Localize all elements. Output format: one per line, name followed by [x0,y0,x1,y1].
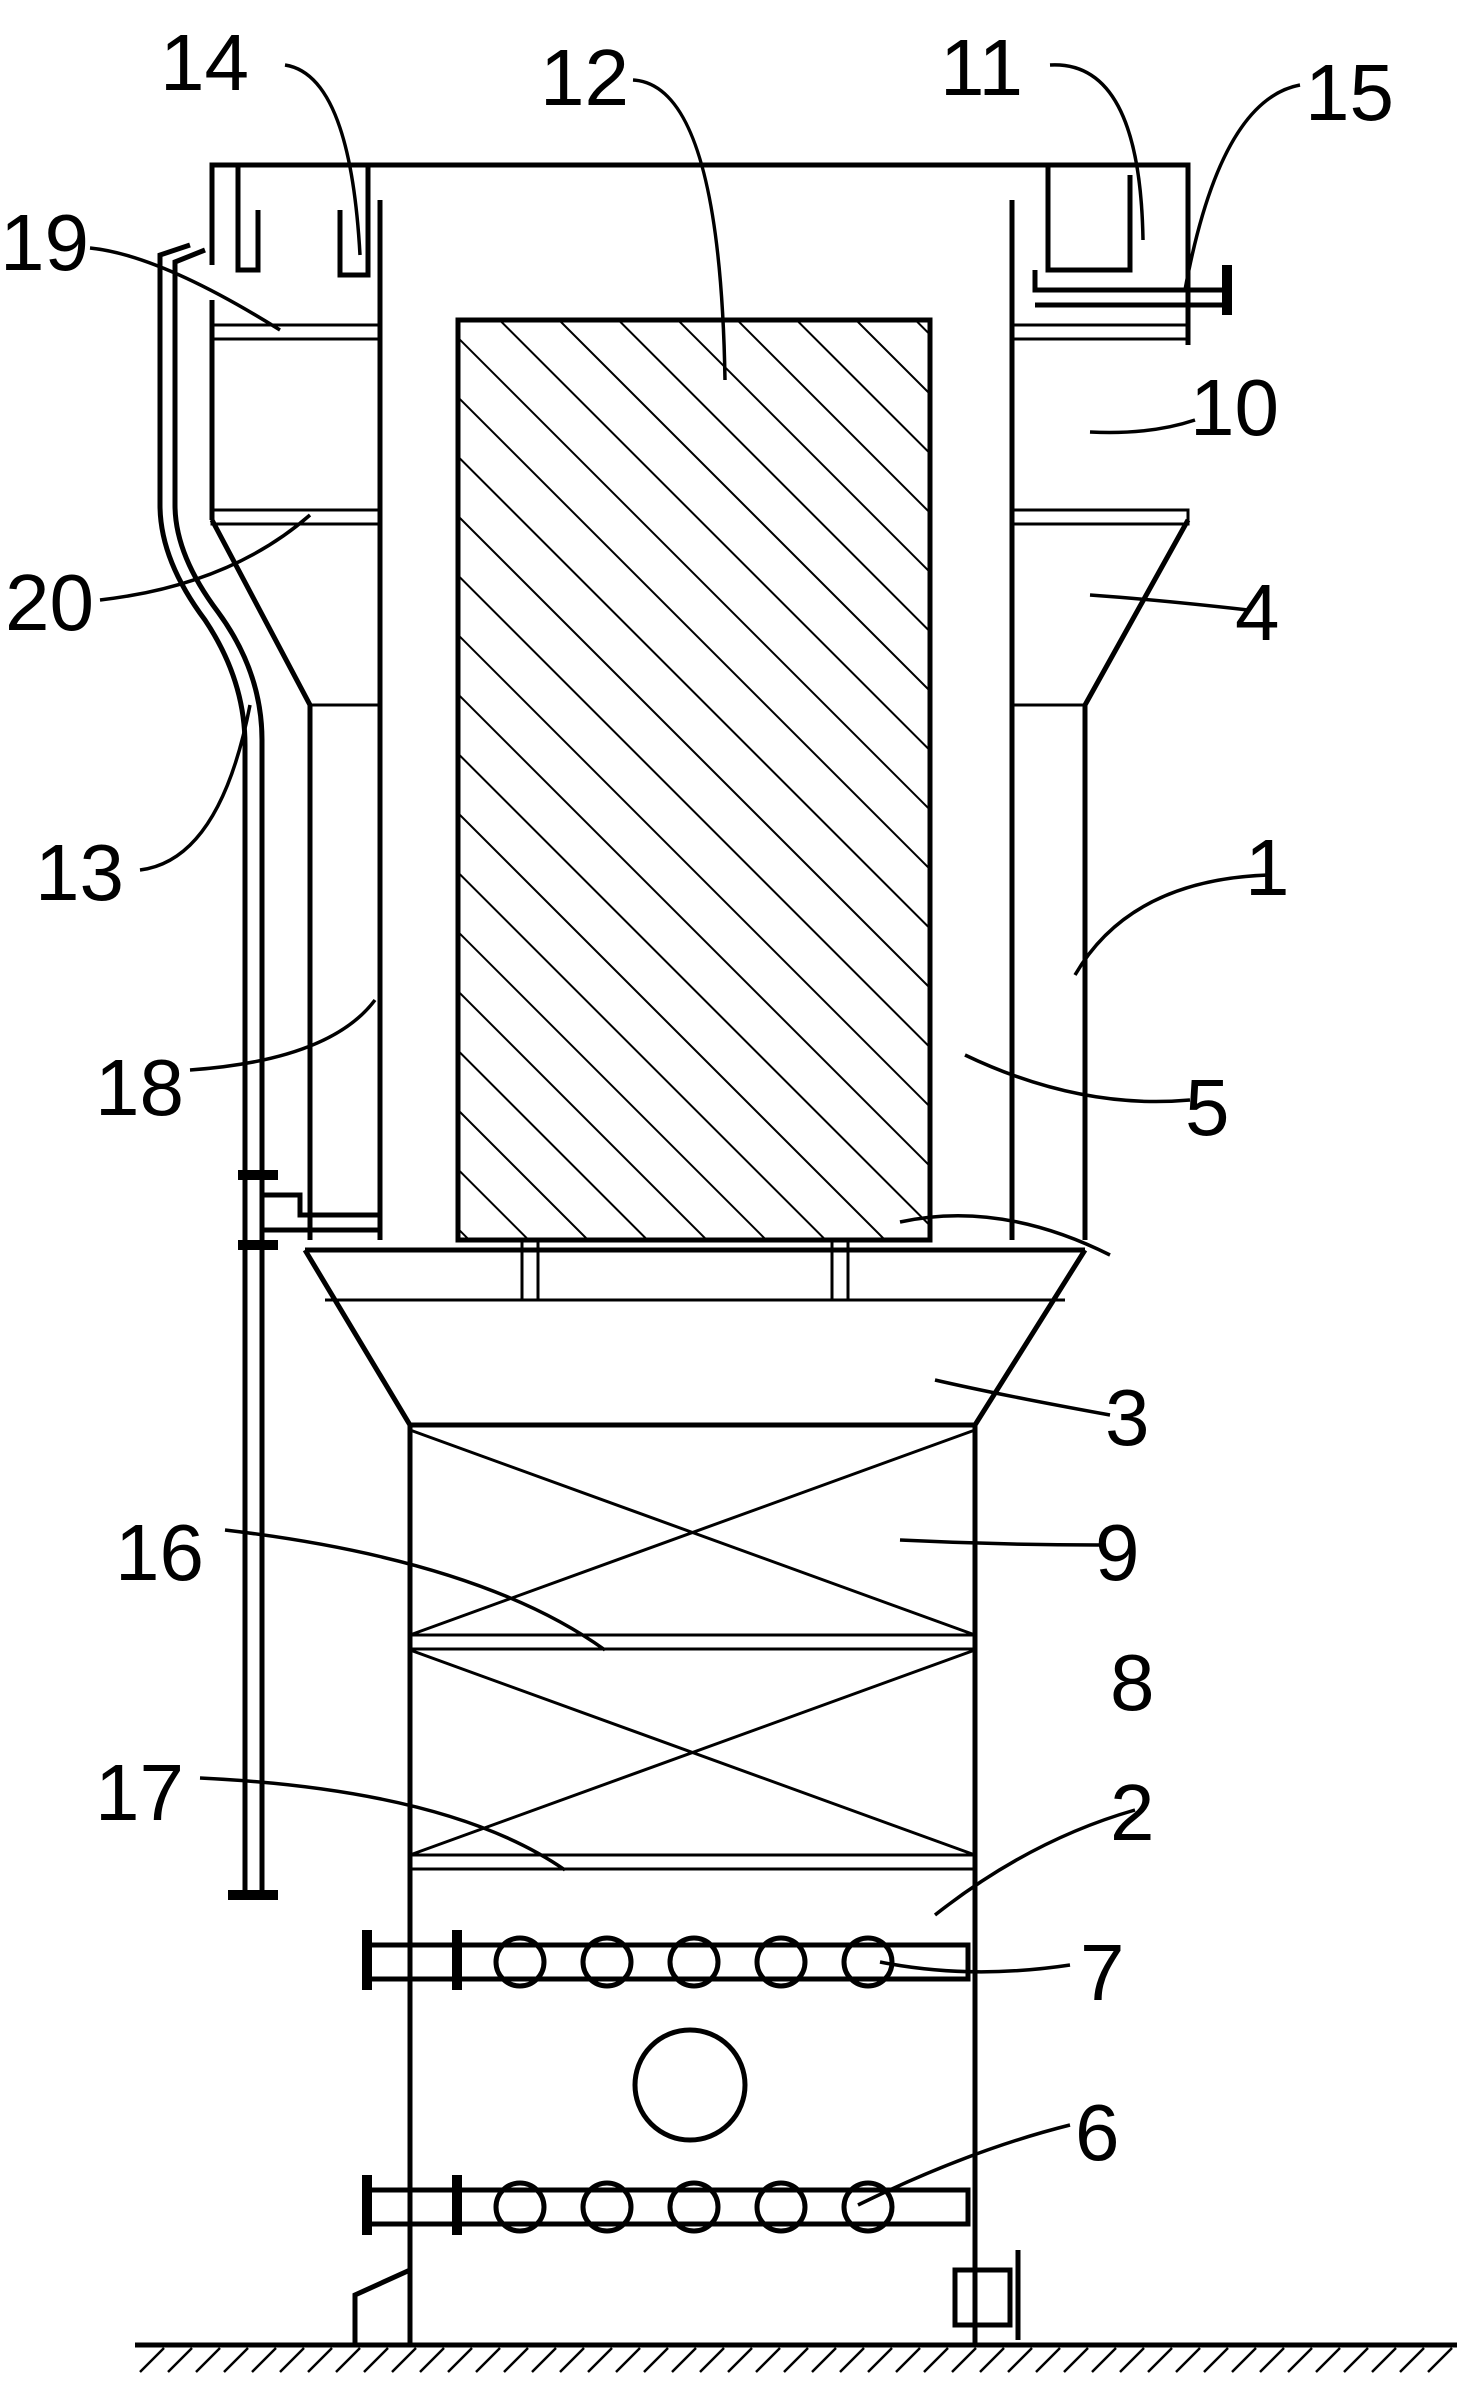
label-13: 13 [35,828,124,917]
ground-hatch-line [251,2347,277,2373]
ground-hatch-line [391,2347,417,2373]
label-15: 15 [1305,48,1394,137]
ground-hatch-line [811,2347,837,2373]
ground-hatch-line [1119,2347,1145,2373]
ground-hatch-line [475,2347,501,2373]
label-4: 4 [1235,568,1280,657]
label-19: 19 [0,198,89,287]
ground-hatch-line [223,2347,249,2373]
ground-hatch-line [951,2347,977,2373]
ground-hatch-line [1427,2347,1453,2373]
ground-hatch-line [643,2347,669,2373]
ground-hatch-line [1147,2347,1173,2373]
manhole [632,2027,748,2143]
ground-hatch-line [867,2347,893,2373]
ground-hatch-line [1259,2347,1285,2373]
distributor-pipe-upper [362,1930,971,1990]
ground-hatch-line [1315,2347,1341,2373]
ground-hatch-line [1231,2347,1257,2373]
middle-cone [302,1247,1088,1428]
label-7: 7 [1080,1928,1125,2017]
label-1: 1 [1245,823,1290,912]
ground [135,2342,1457,2373]
ground-hatch-line [1203,2347,1229,2373]
ground-hatch-line [923,2347,949,2373]
ground-hatch-line [1091,2347,1117,2373]
ground-hatch-line [307,2347,333,2373]
ground-hatch-line [1007,2347,1033,2373]
ground-hatch-line [335,2347,361,2373]
packing-block [455,317,933,1243]
label-14: 14 [160,18,249,107]
ground-hatch-line [167,2347,193,2373]
ground-hatch-line [1287,2347,1313,2373]
label-6: 6 [1075,2088,1120,2177]
ground-hatch-line [1175,2347,1201,2373]
ground-hatch-line [139,2347,165,2373]
overflow-troughs [235,165,1133,278]
base-supports [352,2250,1021,2345]
ground-hatch-line [615,2347,641,2373]
label-3: 3 [1105,1373,1150,1462]
label-17: 17 [95,1748,184,1837]
ground-hatch-line [839,2347,865,2373]
ground-hatch-line [1343,2347,1369,2373]
distributor-pipe-lower [362,2175,971,2235]
ground-hatch-line [195,2347,221,2373]
label-12: 12 [540,33,629,122]
ground-hatch-line [447,2347,473,2373]
ground-hatch-line [279,2347,305,2373]
ground-hatch-line [755,2347,781,2373]
ground-hatch-line [503,2347,529,2373]
label-20: 20 [5,558,94,647]
ground-hatch-line [587,2347,613,2373]
ground-hatch-line [895,2347,921,2373]
ground-hatch-line [1063,2347,1089,2373]
label-5: 5 [1185,1063,1230,1152]
ground-hatch-line [531,2347,557,2373]
recirculation-pipe [157,242,380,1900]
label-9: 9 [1095,1508,1140,1597]
ground-hatch-line [1371,2347,1397,2373]
ground-hatch-line [559,2347,585,2373]
perforated-plates-upper [210,323,1190,526]
ground-hatch-line [363,2347,389,2373]
ground-hatch-line [783,2347,809,2373]
central-draft-tube [377,200,1015,1240]
ground-hatch-line [419,2347,445,2373]
outlet-pipe [1032,265,1232,315]
label-10: 10 [1190,363,1279,452]
ground-hatch-line [979,2347,1005,2373]
ground-hatch-line [671,2347,697,2373]
label-2: 2 [1110,1768,1155,1857]
ground-hatch-line [699,2347,725,2373]
ground-hatch-line [727,2347,753,2373]
ground-hatch-line [1399,2347,1425,2373]
leader-lines [89,63,1301,2207]
label-16: 16 [115,1508,204,1597]
label-18: 18 [95,1043,184,1132]
callout-labels: 1 2 3 4 5 6 7 8 9 10 11 12 13 14 15 16 1… [0,18,1394,2177]
label-8: 8 [1110,1638,1155,1727]
ground-hatch-line [1035,2347,1061,2373]
label-11: 11 [940,23,1023,112]
